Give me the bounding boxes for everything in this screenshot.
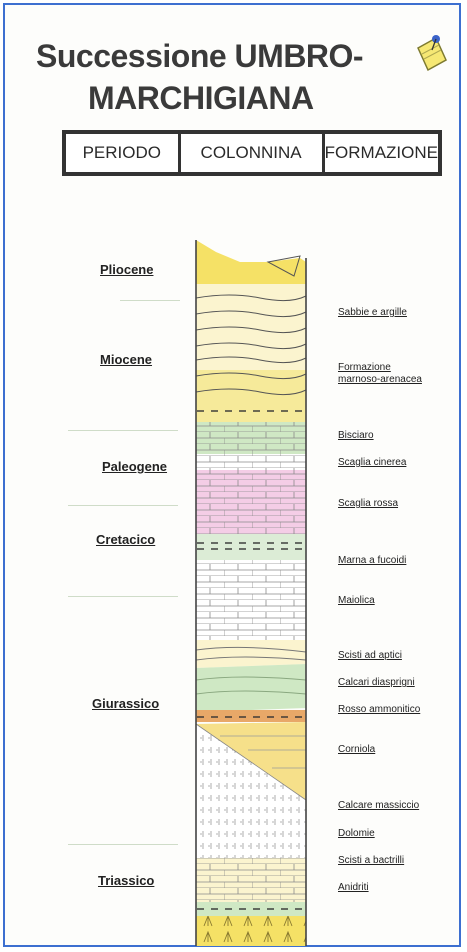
layer-calcari-diasprigni	[196, 664, 306, 712]
formation-sabbie: Sabbie e argille	[338, 307, 407, 319]
formation-calcari-diasprigni: Calcari diasprigni	[338, 677, 415, 689]
formation-anidriti: Anidriti	[338, 882, 369, 894]
formation-corniola: Corniola	[338, 744, 375, 756]
formation-maiolica: Maiolica	[338, 595, 375, 607]
formation-bisciaro: Bisciaro	[338, 430, 374, 442]
layer-marnoso	[196, 370, 306, 422]
formation-scisti-aptici: Scisti ad aptici	[338, 650, 402, 662]
layer-pliocene	[196, 240, 306, 284]
formation-rosso-ammonitico: Rosso ammonitico	[338, 704, 420, 716]
formation-dolomie: Dolomie	[338, 828, 375, 840]
formation-scisti-bactrilli: Scisti a bactrilli	[338, 855, 404, 867]
formation-calcare-massiccio: Calcare massiccio	[338, 800, 419, 812]
formation-scaglia-rossa: Scaglia rossa	[338, 498, 398, 510]
formation-marna-fucoidi: Marna a fucoidi	[338, 555, 406, 567]
layer-scisti-aptici	[196, 640, 306, 668]
formation-marnoso: Formazione marnoso-arenacea	[338, 362, 428, 386]
formation-scaglia-cinerea: Scaglia cinerea	[338, 457, 406, 469]
